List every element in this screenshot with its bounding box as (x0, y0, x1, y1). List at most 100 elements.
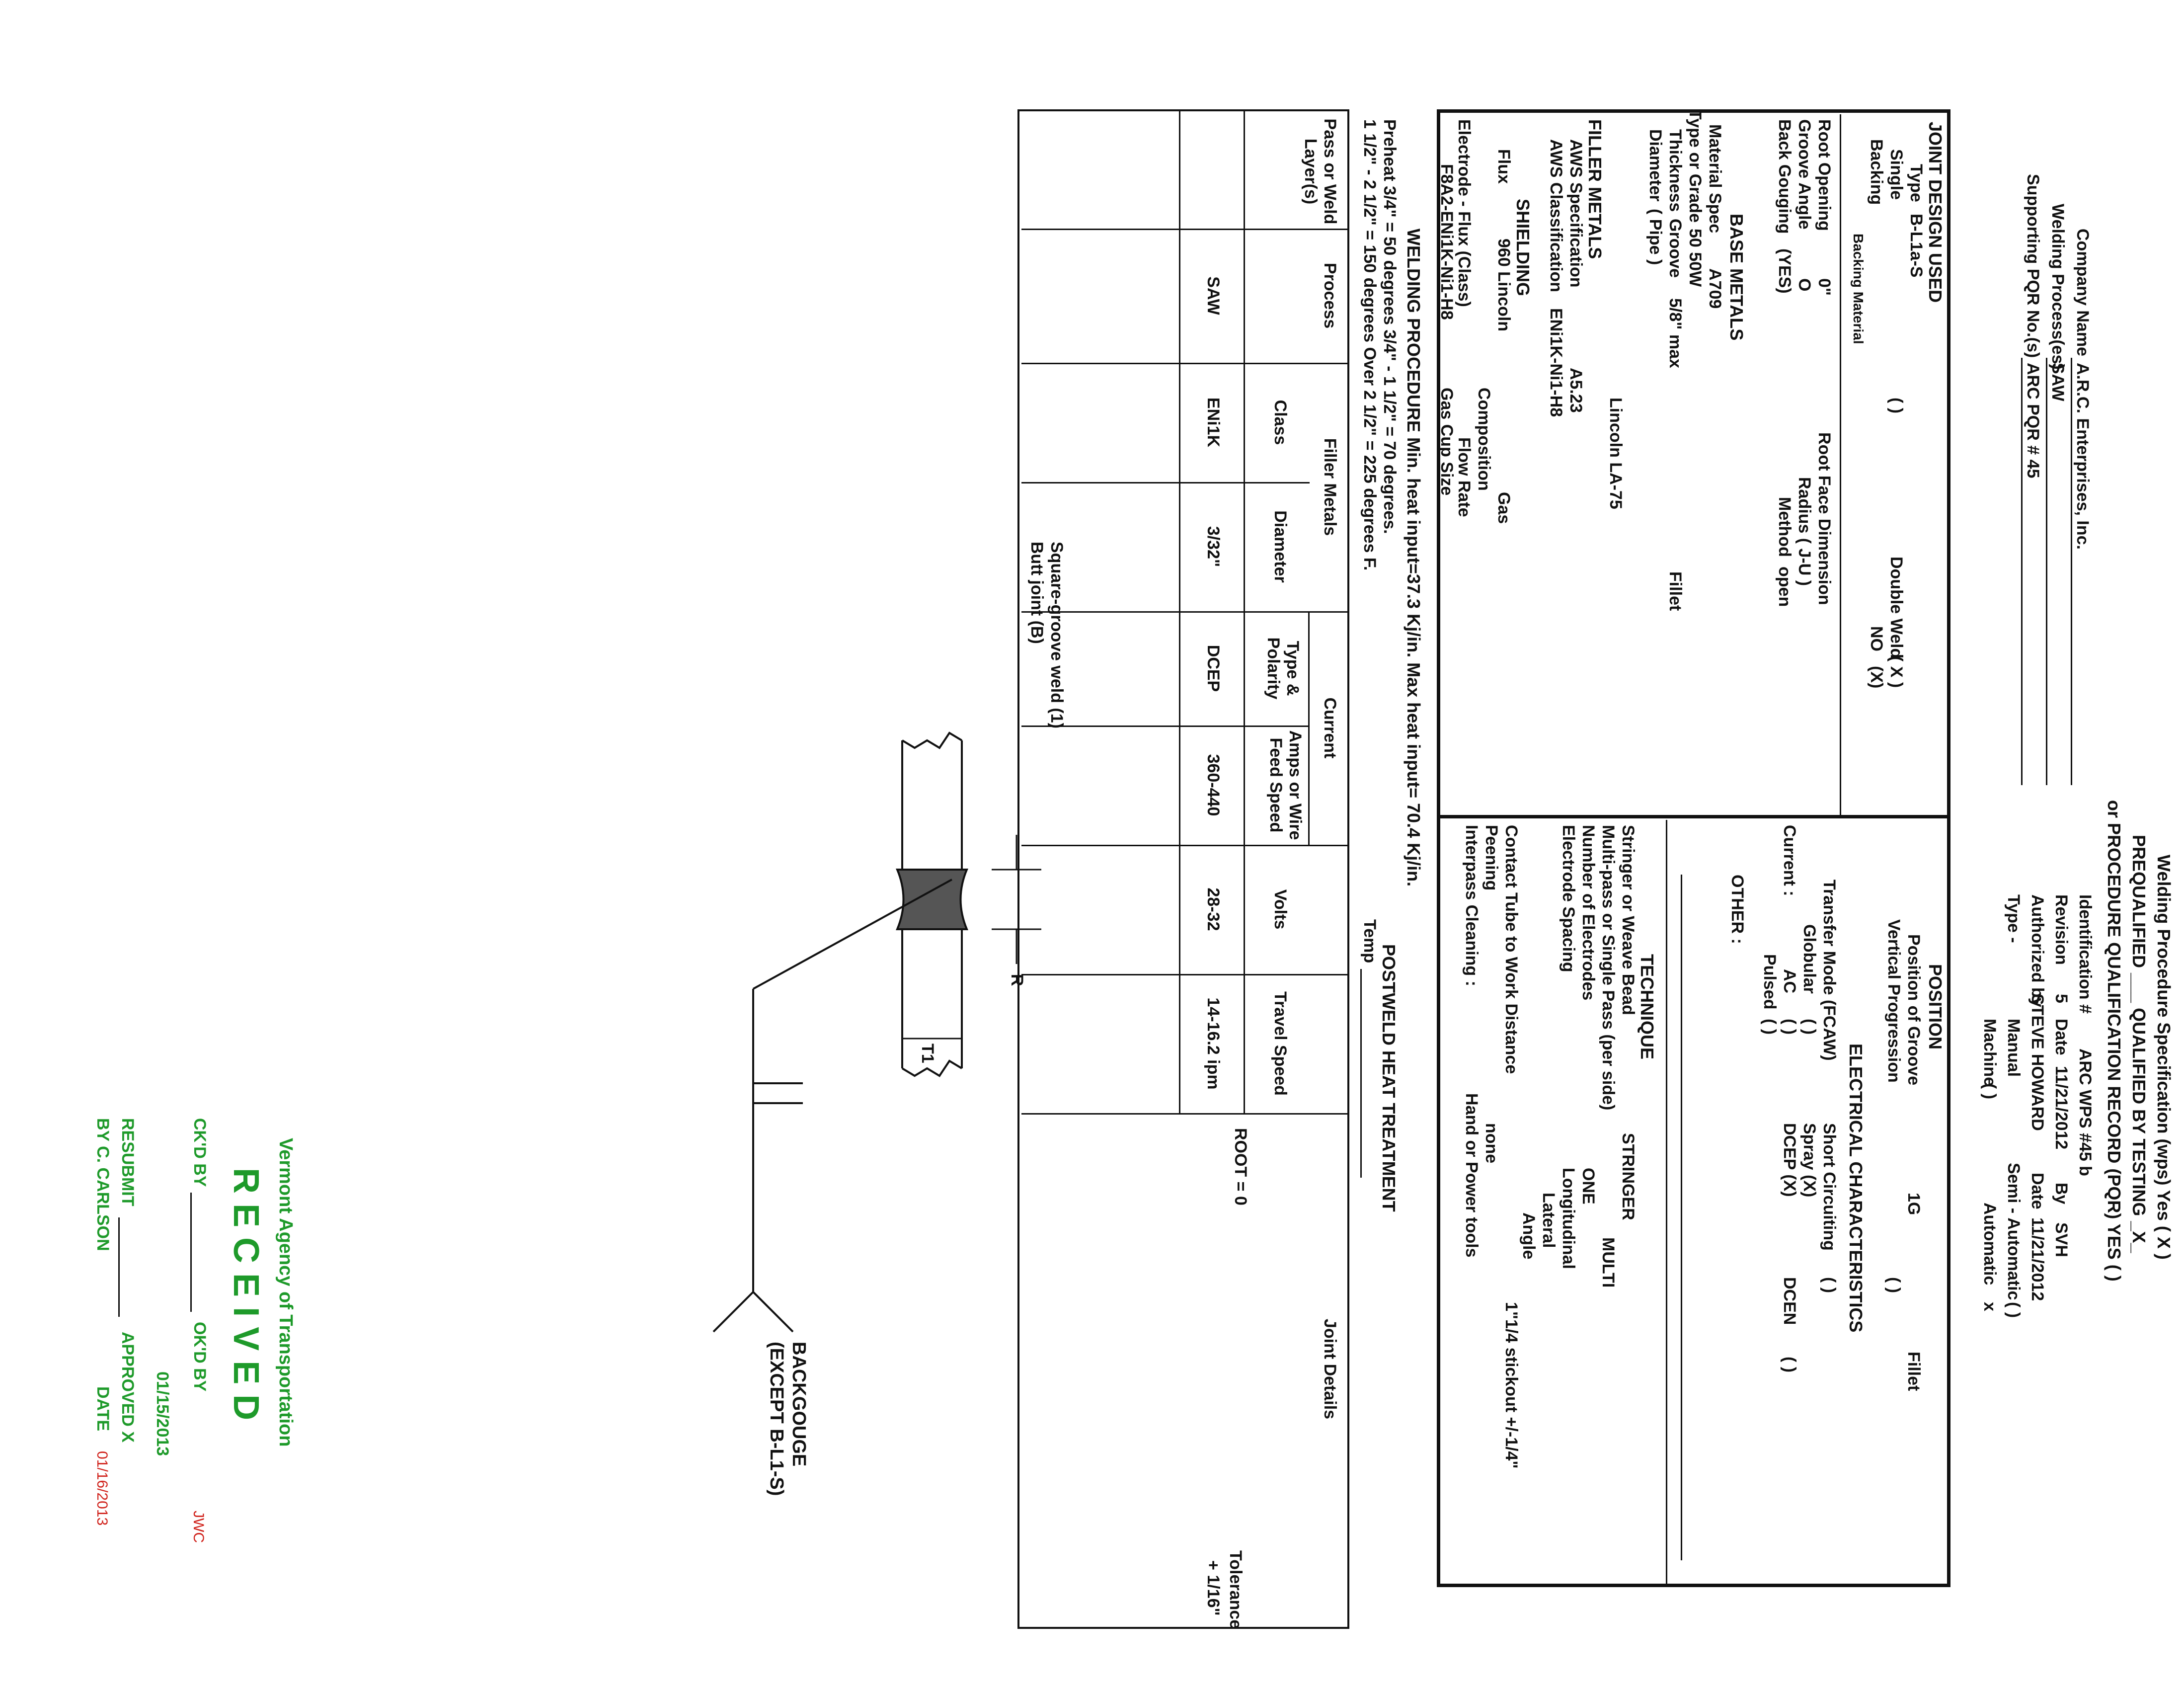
automatic-value: x (1980, 1302, 1999, 1311)
root-opening-label: Root Opening (1815, 119, 1834, 231)
preheat-line-1: Preheat 3/4" = 50 degrees 3/4" - 1 1/2" … (1380, 119, 1399, 534)
col-pass-header: Pass or Weld Layer(s) (1301, 118, 1339, 225)
ac-value: ( ) (1780, 1019, 1799, 1035)
stringer-value: STRINGER (1619, 1133, 1638, 1220)
weld-symbol-arrow (712, 879, 952, 1333)
technique-heading: TECHNIQUE (1637, 954, 1657, 1060)
globular-value: ( ) (1800, 1019, 1819, 1035)
back-gouging-label: Back Gouging (1775, 119, 1794, 234)
date-label: Date (2052, 1019, 2071, 1055)
row-amps: 360-440 (1204, 754, 1223, 816)
filler-brand: Lincoln LA-75 (1606, 398, 1625, 509)
stamp-date-value: 01/16/2013 (94, 1451, 110, 1526)
aws-spec-label: AWS Specification (1566, 139, 1585, 288)
electrode-flux-value: F8A2-ENi1K-Ni1-H8 (1437, 164, 1456, 320)
backgouge-note: (EXCEPT B-L1-S) (766, 1342, 787, 1496)
date2-label: Date (2028, 1173, 2047, 1209)
lateral-label: Lateral (1539, 1193, 1558, 1248)
root-opening-value: 0" (1815, 278, 1834, 296)
shielding-heading: SHIELDING (1513, 199, 1533, 297)
gas-label: Gas (1494, 492, 1513, 524)
spray-label: Spray (X) (1800, 1123, 1819, 1198)
root-value: ROOT = 0 (1231, 1128, 1250, 1206)
interpass-value: Hand or Power tools (1462, 1093, 1481, 1258)
col-type-header: Type & Polarity (1264, 637, 1302, 700)
electrodes-value: ONE (1579, 1168, 1598, 1205)
grade-value: 50 50W (1686, 229, 1705, 287)
procedure-heading: WELDING PROCEDURE Min. heat input=37.3 K… (1404, 229, 1424, 887)
electrodes-label: Number of Electrodes (1579, 825, 1598, 1001)
revision-label: Revision (2052, 894, 2071, 965)
aws-class-label: AWS Classification (1547, 139, 1565, 292)
aws-spec-value: A5.23 (1566, 368, 1585, 413)
gas-cup-label: Gas Cup Size (1437, 388, 1456, 496)
diameter-value: ( Pipe ) (1646, 209, 1665, 265)
back-gouging-value: (YES) (1775, 248, 1794, 294)
col-amps-header: Amps or Wire Feed Speed (1266, 730, 1305, 840)
diagram-caption-2: Butt joint (B) (1027, 542, 1046, 644)
dcen-label: DCEN (1780, 1277, 1799, 1325)
thickness-label: Thickness (1666, 129, 1685, 212)
tolerance-label: Tolerance (1226, 1550, 1245, 1629)
dcep-label: DCEP (X) (1780, 1123, 1799, 1197)
current-group-header: Current (1321, 697, 1339, 759)
single-value: ( ) (1887, 398, 1906, 414)
backing-material-label: Backing Material (1851, 234, 1866, 344)
globular-label: Globular (1800, 924, 1819, 994)
dcen-value: ( ) (1780, 1357, 1799, 1373)
identification-label: Identification # (2076, 894, 2095, 1014)
method-label: Method (1775, 497, 1794, 557)
okd-by-label: OK'D BY (190, 1322, 209, 1392)
root-dimension (992, 835, 1041, 964)
double-weld-value: ( X ) (1887, 656, 1906, 688)
procedure-table (1017, 109, 1349, 1629)
ckd-by-label: CK'D BY (190, 1118, 209, 1187)
qualification-line: PREQUALIFIED ___ QUALIFIED BY TESTING _X… (2129, 835, 2149, 1253)
position-groove-label: Position of Groove (1904, 934, 1923, 1086)
manual-label: Manual (2004, 1019, 2023, 1077)
pulsed-value: ( ) (1760, 1019, 1779, 1035)
pqr-label: Supporting PQR No.(s) (2024, 174, 2042, 358)
joint-type-value: B-L1a-S (1907, 214, 1926, 278)
peening-label: Peening (1482, 825, 1501, 891)
left-section-divider (1840, 114, 1841, 815)
root-r-label: R (1008, 974, 1026, 986)
row-volts: 28-32 (1204, 887, 1223, 931)
thickness-t-label: T1 (918, 1044, 937, 1063)
semi-automatic-label: Semi - Automatic (2004, 1163, 2023, 1300)
temp-label: Temp (1360, 919, 1379, 964)
radius-label: Radius ( J-U ) (1795, 477, 1814, 586)
type-label: Type - (2004, 894, 2023, 943)
doc-title: Welding Procedure Specification (wps) Ye… (2154, 855, 2174, 1260)
material-spec-value: A709 (1706, 268, 1724, 309)
root-face-label: Root Face Dimension (1815, 432, 1834, 605)
vertical-progression-label: Vertical Progression (1884, 919, 1903, 1083)
col-joint-header: Joint Details (1321, 1318, 1339, 1420)
process-label: Welding Process(es) (2048, 204, 2067, 370)
by-value: SVH (2052, 1222, 2071, 1257)
contact-tube-label: Contact Tube to Work Distance (1502, 825, 1521, 1074)
row-process: SAW (1204, 276, 1223, 315)
groove-angle-label: Groove Angle (1795, 119, 1814, 230)
received-stamp: R E C E I V E D (226, 1168, 266, 1421)
revision-value: 5 (2052, 994, 2071, 1003)
agency-name: Vermont Agency of Transportation (275, 1138, 296, 1447)
vertical-progression-value: ( ) (1884, 1277, 1903, 1293)
company-label: Company Name (2073, 229, 2092, 356)
identification-value: ARC WPS #45 b (2076, 1048, 2095, 1176)
machine-label: Machine (1980, 1019, 1999, 1087)
position-heading: POSITION (1925, 964, 1946, 1050)
semi-automatic-value: ( ) (2004, 1302, 2023, 1318)
tolerance-value: + 1/16" (1204, 1560, 1223, 1616)
multipass-value: MULTI (1599, 1237, 1618, 1288)
joint-heading: JOINT DESIGN USED (1925, 122, 1946, 303)
backing-label: Backing (1867, 139, 1886, 205)
spacing-label: Electrode Spacing (1559, 825, 1578, 972)
date2-value: 11/21/2012 (2028, 1217, 2047, 1301)
col-diameter-header: Diameter (1271, 510, 1290, 583)
authorized-label: Authorized by (2028, 894, 2047, 1007)
fillet-label: Fillet (1666, 571, 1685, 611)
position-fillet-label: Fillet (1904, 1352, 1923, 1391)
col-volts-header: Volts (1271, 889, 1290, 930)
